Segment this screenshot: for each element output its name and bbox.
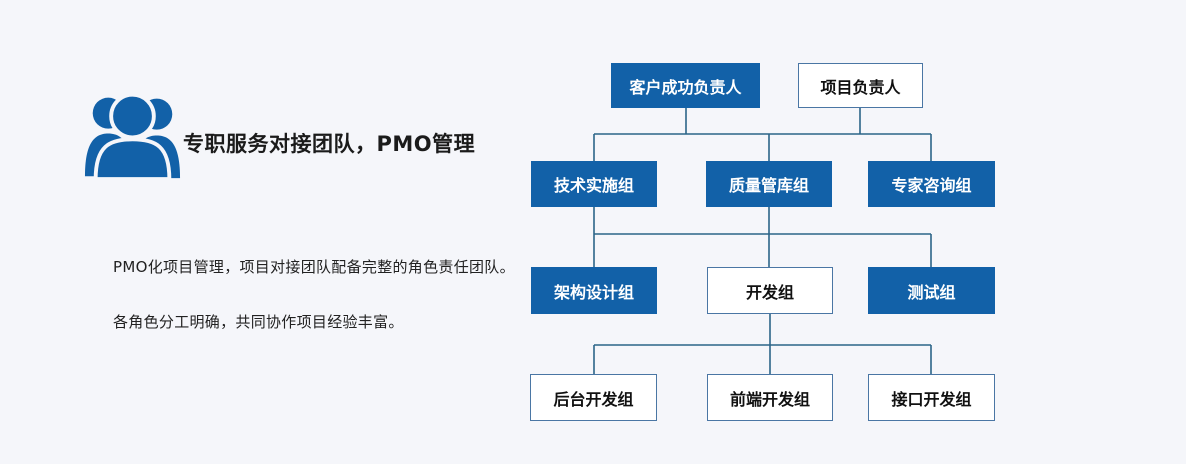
org-node-testing-team: 测试组 — [868, 267, 995, 314]
org-node-backend-dev-team: 后台开发组 — [530, 374, 657, 421]
org-node-customer-success-lead: 客户成功负责人 — [611, 63, 760, 108]
org-node-development-team: 开发组 — [707, 267, 833, 314]
section-title: 专职服务对接团队，PMO管理 — [183, 132, 476, 156]
org-node-project-lead: 项目负责人 — [798, 63, 923, 108]
description-line-2: 各角色分工明确，共同协作项目经验丰富。 — [113, 313, 404, 331]
org-node-quality-management-team: 质量管库组 — [706, 161, 832, 207]
org-node-architecture-design-team: 架构设计组 — [531, 267, 657, 314]
org-node-tech-implementation-team: 技术实施组 — [531, 161, 657, 207]
org-node-api-dev-team: 接口开发组 — [868, 374, 995, 421]
org-node-frontend-dev-team: 前端开发组 — [707, 374, 833, 421]
org-node-expert-consulting-team: 专家咨询组 — [868, 161, 995, 207]
description-line-1: PMO化项目管理，项目对接团队配备完整的角色责任团队。 — [113, 258, 515, 276]
people-group-icon — [84, 86, 181, 183]
